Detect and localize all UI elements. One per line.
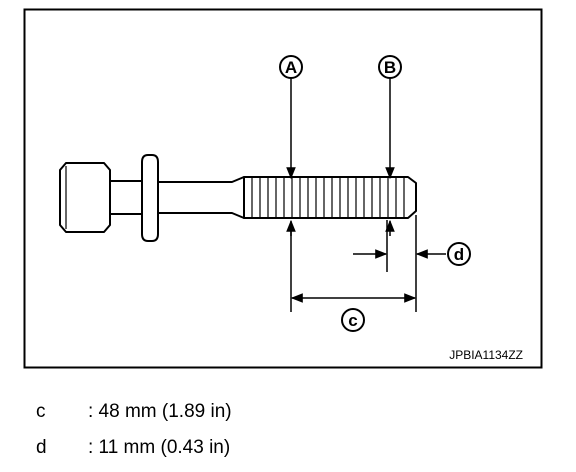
bolt-drawing: [59, 154, 417, 242]
bolt-shank: [157, 176, 245, 219]
dimension-d: [353, 219, 446, 272]
thread-lines: [251, 178, 405, 217]
bolt-head: [59, 162, 111, 233]
callout-b: B: [378, 55, 402, 180]
legend-row-c: c : 48 mm (1.89 in): [36, 401, 232, 423]
figure-code: JPBIA1134ZZ: [449, 348, 523, 362]
legend-value-d: : 11 mm (0.43 in): [88, 437, 231, 458]
callout-a: A: [279, 55, 303, 180]
legend-value-c: : 48 mm (1.89 in): [88, 401, 232, 422]
callout-a-label: A: [285, 58, 297, 77]
callout-b-label: B: [384, 58, 396, 77]
bolt-flange: [141, 154, 159, 242]
legend-key-c: c: [36, 401, 46, 422]
bolt-threaded-section: [243, 176, 417, 219]
dimension-c: [286, 215, 417, 312]
callout-c-label: c: [348, 311, 357, 330]
callout-c: c: [341, 308, 365, 332]
bolt-neck: [109, 180, 145, 215]
legend-row-d: d : 11 mm (0.43 in): [36, 437, 230, 459]
callout-d-label: d: [454, 245, 464, 264]
callout-d: d: [447, 242, 471, 266]
bolt-dimension-diagram: A B c d JPBIA1134ZZ: [23, 8, 543, 369]
legend-key-d: d: [36, 437, 47, 458]
